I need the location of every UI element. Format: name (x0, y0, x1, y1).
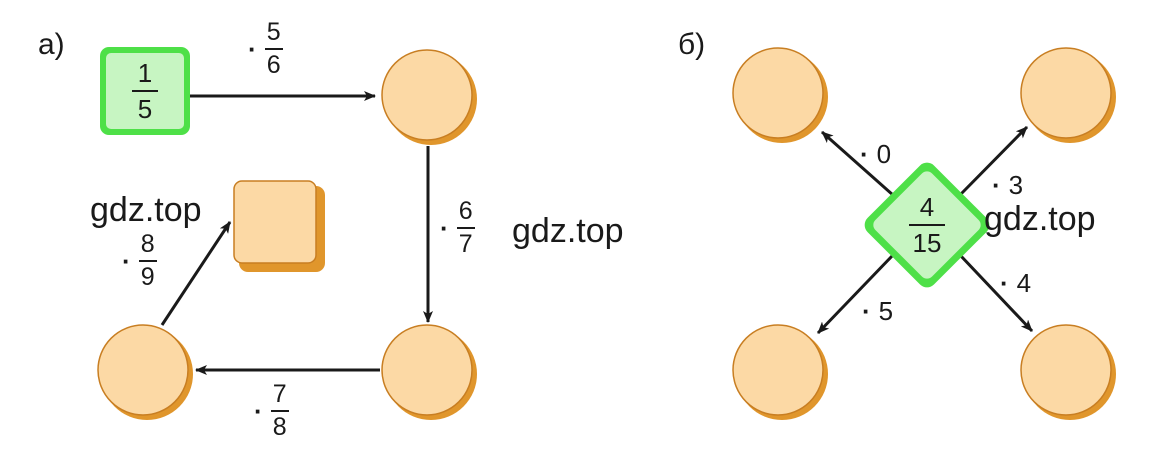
fraction-bar (456, 227, 475, 229)
mult-den: 9 (140, 263, 155, 291)
multiplier-a-1: · 5 6 (248, 20, 283, 78)
mult-num: 5 (266, 18, 281, 46)
multiplier-a-2: · 6 7 (440, 199, 475, 257)
center-den: 15 (912, 228, 942, 258)
mult-num: 6 (458, 197, 473, 225)
mult-den: 7 (458, 230, 473, 258)
circle-b-bottom-right (1020, 324, 1116, 420)
part-b-label: б) (678, 28, 706, 61)
multiplier-b-4: · 4 (1000, 270, 1031, 296)
mult-value: 3 (1008, 170, 1024, 200)
start-den: 5 (137, 94, 153, 124)
mult-den: 8 (272, 413, 287, 441)
mult-num: 8 (140, 230, 155, 258)
mult-value: 5 (878, 296, 894, 326)
multiply-dot: · (248, 34, 257, 64)
mult-value: 0 (876, 139, 892, 169)
mult-value: 4 (1016, 268, 1032, 298)
watermark: gdz.top (984, 200, 1096, 238)
multiply-dot: · (992, 170, 1001, 200)
multiply-dot: · (122, 246, 131, 276)
circle-a-2 (381, 324, 477, 420)
multiplier-a-3: · 7 8 (254, 382, 289, 440)
center-num: 4 (919, 192, 935, 222)
multiplier-b-0: · 0 (860, 141, 891, 167)
circle-b-bottom-left (732, 324, 828, 420)
mult-den: 6 (266, 51, 281, 79)
fraction-bar (138, 260, 157, 262)
start-value-a: 1 5 (106, 53, 184, 129)
watermark: gdz.top (90, 191, 202, 229)
circle-a-3 (97, 324, 193, 420)
circle-b-top-right (1020, 47, 1116, 143)
mult-num: 7 (272, 380, 287, 408)
multiplier-b-3: · 3 (992, 172, 1023, 198)
start-num: 1 (137, 58, 153, 88)
arrow-b-0 (821, 130, 894, 197)
fraction-bar (132, 90, 158, 92)
watermark: gdz.top (512, 212, 624, 250)
center-value-b: 4 15 (887, 185, 967, 265)
multiply-dot: · (860, 139, 869, 169)
end-box-a (233, 180, 325, 272)
multiply-dot: · (862, 296, 871, 326)
arrow-a-4 (160, 221, 232, 326)
multiply-dot: · (440, 213, 449, 243)
multiply-dot: · (1000, 268, 1009, 298)
fraction-bar (270, 410, 289, 412)
part-a-label: а) (38, 28, 65, 61)
fraction-bar (264, 48, 283, 50)
fraction-bar (909, 224, 945, 226)
arrow-b-4 (958, 253, 1034, 333)
arrow-b-3 (958, 125, 1029, 197)
circle-b-top-left (732, 47, 828, 143)
arrow-b-5 (816, 253, 895, 335)
multiplier-b-5: · 5 (862, 298, 893, 324)
multiply-dot: · (254, 396, 263, 426)
multiplier-a-4: · 8 9 (122, 232, 157, 290)
circle-a-1 (381, 49, 477, 145)
